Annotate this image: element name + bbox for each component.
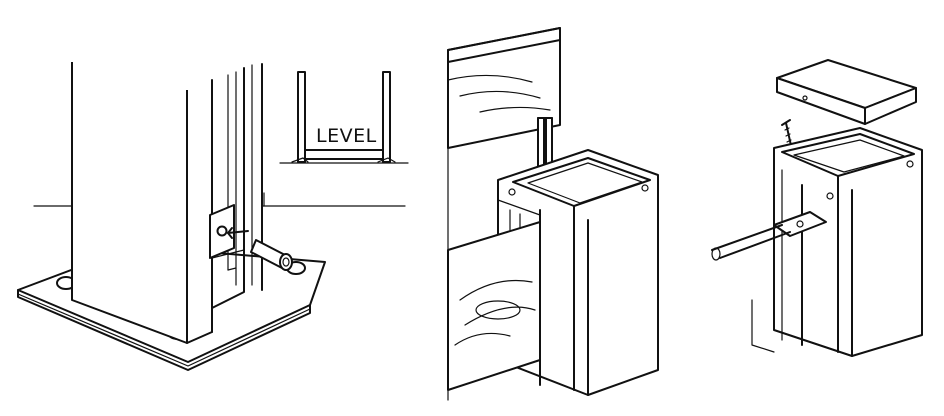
- level-label: LEVEL: [316, 125, 377, 147]
- lower-board: [447, 221, 541, 391]
- upper-board: [447, 27, 561, 149]
- mounting-bracket: [209, 204, 249, 259]
- post-cap: [776, 59, 917, 125]
- level-inset: LEVEL: [279, 71, 409, 164]
- panel-cap-fastening: [682, 0, 944, 416]
- cap-fastening-illustration: [711, 59, 923, 357]
- panel-board-insertion: [420, 0, 682, 416]
- base-plate-illustration: LEVEL: [17, 62, 409, 371]
- bolt: [250, 239, 293, 271]
- post-profile: [773, 127, 923, 357]
- panel-base-plate-mounting: LEVEL: [0, 0, 420, 416]
- board-insertion-illustration: [447, 27, 659, 401]
- post: [71, 62, 263, 344]
- rail-bracket: [711, 211, 827, 261]
